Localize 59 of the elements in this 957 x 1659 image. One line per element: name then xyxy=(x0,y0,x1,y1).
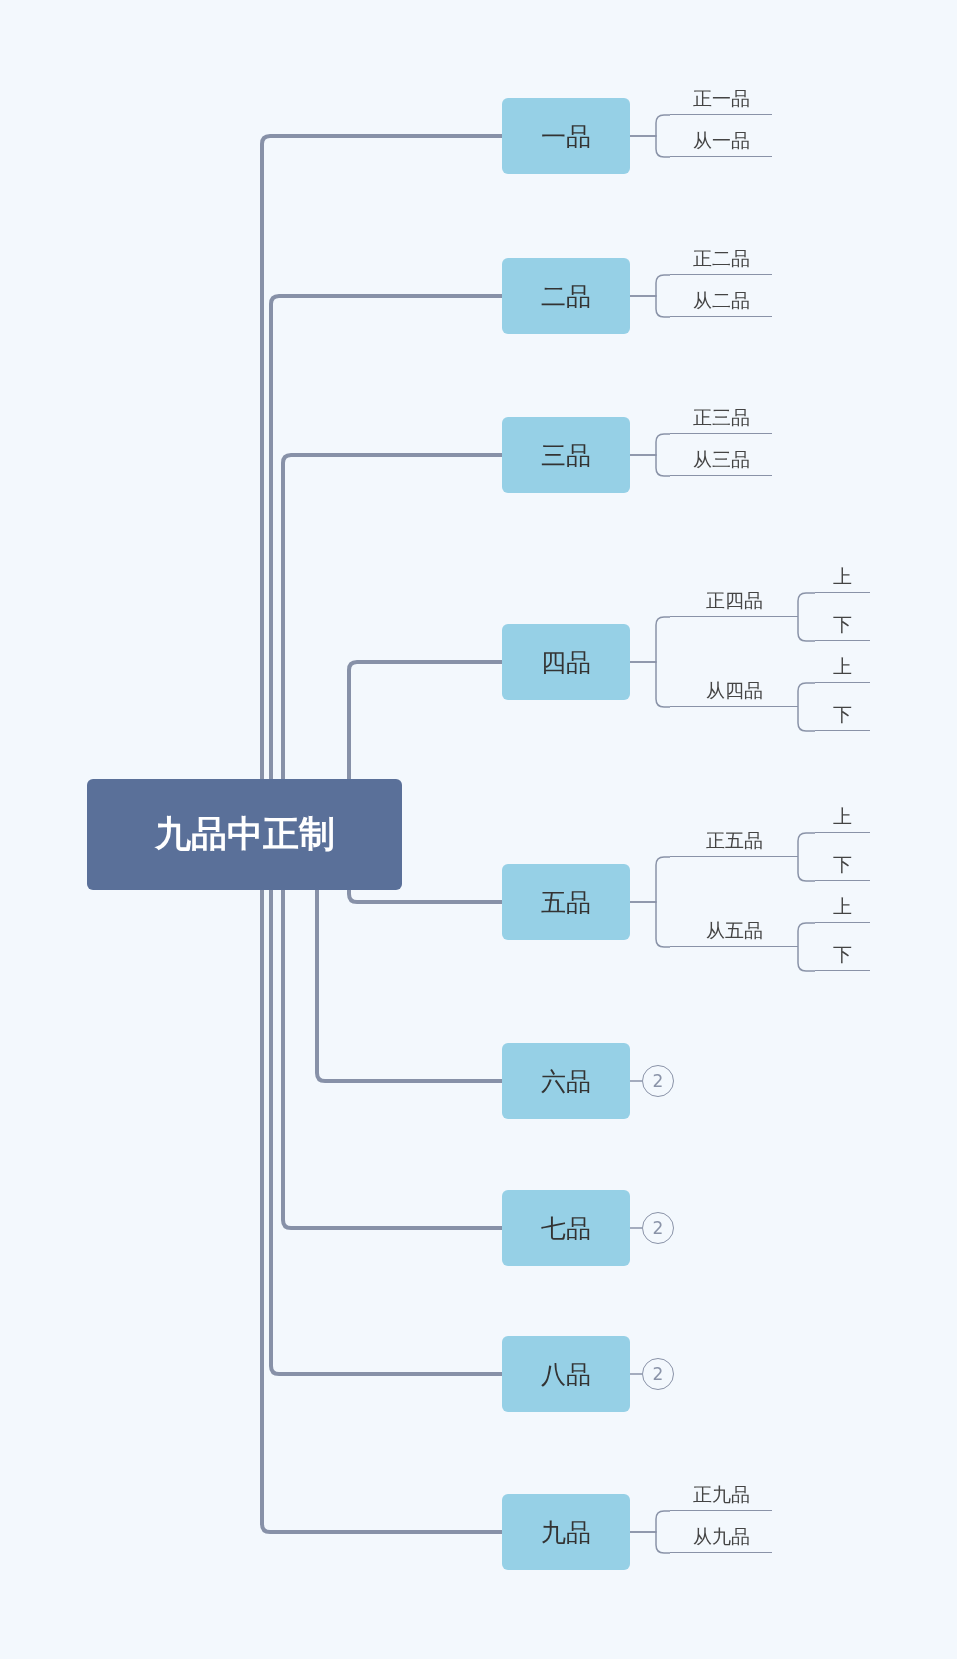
connector xyxy=(269,294,502,779)
connector xyxy=(281,890,502,1230)
connector xyxy=(269,890,502,1376)
topic-box: 四品 xyxy=(502,624,630,700)
topic-box: 三品 xyxy=(502,417,630,493)
subtopic-label: 正二品 xyxy=(670,245,772,275)
subtopic-label: 从九品 xyxy=(670,1523,772,1553)
subtopic-label: 下 xyxy=(815,611,870,641)
connector xyxy=(347,890,502,904)
subtopic-label: 正三品 xyxy=(670,404,772,434)
subtopic-label: 上 xyxy=(815,653,870,683)
connector xyxy=(797,706,816,732)
connector xyxy=(260,134,502,779)
connector xyxy=(797,856,816,882)
subtopic-label: 从二品 xyxy=(670,287,772,317)
subtopic-label: 从四品 xyxy=(670,677,798,707)
count-badge: 2 xyxy=(642,1065,674,1097)
connector xyxy=(629,1373,643,1375)
topic-box: 一品 xyxy=(502,98,630,174)
topic-box: 八品 xyxy=(502,1336,630,1412)
connector xyxy=(629,454,671,477)
connector xyxy=(260,890,502,1534)
subtopic-label: 正一品 xyxy=(670,85,772,115)
connector xyxy=(629,135,671,158)
connector xyxy=(629,1227,643,1229)
subtopic-label: 从三品 xyxy=(670,446,772,476)
connector xyxy=(629,1531,671,1554)
subtopic-label: 正九品 xyxy=(670,1481,772,1511)
subtopic-label: 正四品 xyxy=(670,587,798,617)
topic-box: 五品 xyxy=(502,864,630,940)
connector xyxy=(281,453,502,779)
connector xyxy=(629,295,671,318)
central-topic-box: 九品中正制 xyxy=(87,779,402,890)
connector xyxy=(629,661,671,708)
subtopic-label: 上 xyxy=(815,563,870,593)
count-badge: 2 xyxy=(642,1358,674,1390)
connector xyxy=(629,1080,643,1082)
connector xyxy=(797,592,816,618)
subtopic-label: 下 xyxy=(815,941,870,971)
connector xyxy=(797,616,816,642)
topic-box: 七品 xyxy=(502,1190,630,1266)
subtopic-label: 下 xyxy=(815,851,870,881)
subtopic-label: 下 xyxy=(815,701,870,731)
connector xyxy=(797,922,816,948)
subtopic-label: 从一品 xyxy=(670,127,772,157)
connector xyxy=(797,946,816,972)
subtopic-label: 从五品 xyxy=(670,917,798,947)
count-badge: 2 xyxy=(642,1212,674,1244)
connector xyxy=(347,660,502,779)
connector xyxy=(797,832,816,858)
subtopic-label: 正五品 xyxy=(670,827,798,857)
topic-box: 六品 xyxy=(502,1043,630,1119)
connector xyxy=(315,890,502,1083)
connector xyxy=(797,682,816,708)
subtopic-label: 上 xyxy=(815,803,870,833)
topic-box: 二品 xyxy=(502,258,630,334)
connector xyxy=(629,901,671,948)
subtopic-label: 上 xyxy=(815,893,870,923)
topic-box: 九品 xyxy=(502,1494,630,1570)
